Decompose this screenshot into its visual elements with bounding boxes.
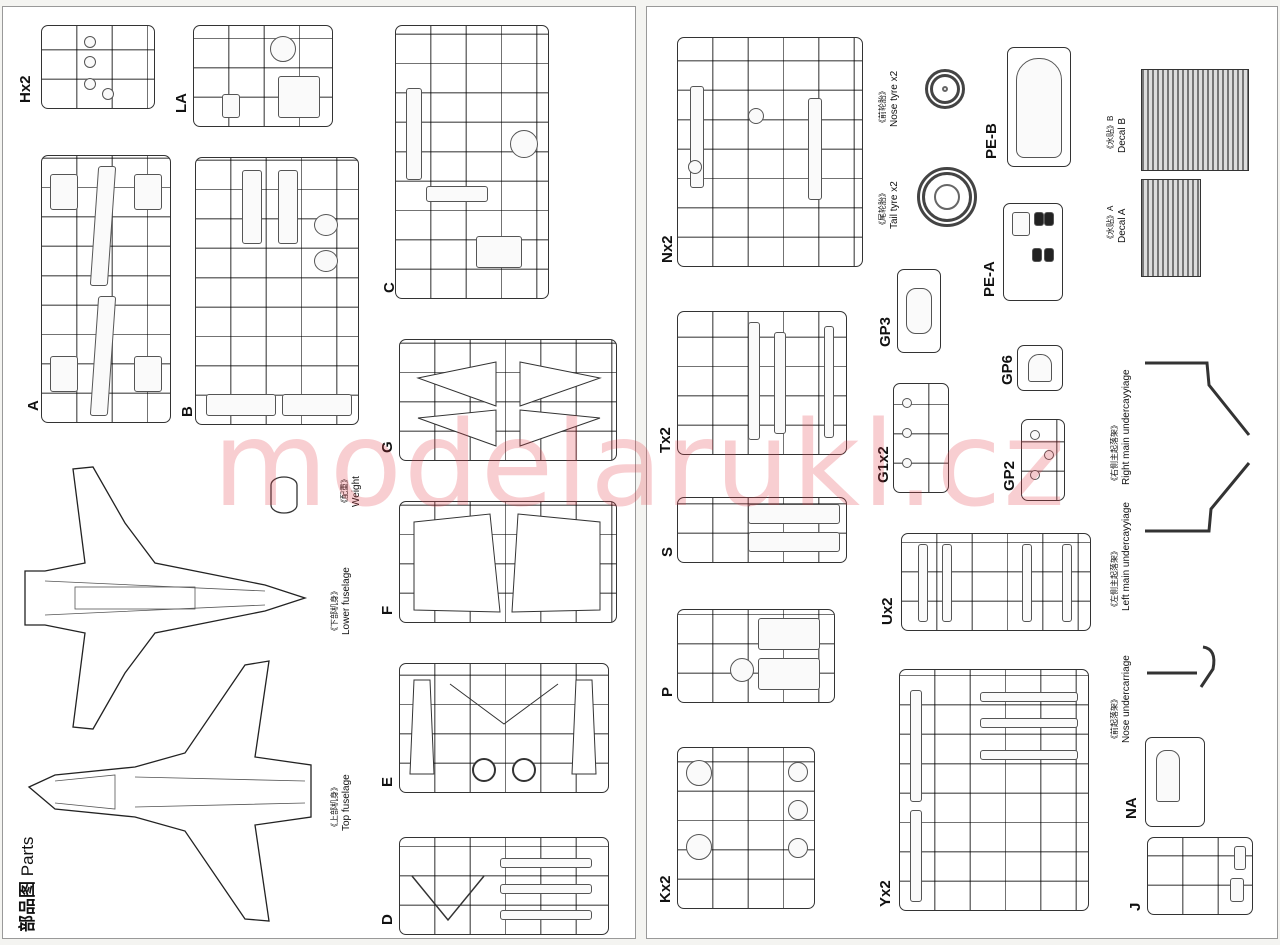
caption-right-main: 《右侧主起落架》Right main undercayyiage: [1110, 369, 1132, 485]
label-pe-b: PE-B: [983, 123, 1000, 159]
right-page: Nx2 Tx2 S P Kx2 Yx2: [646, 6, 1278, 939]
left-main-undercarriage: [1137, 453, 1257, 543]
sprue-g1: [893, 383, 949, 493]
left-page: 部品图 Parts Hx2 LA A B C: [2, 6, 636, 939]
sprue-la: [193, 25, 333, 127]
sprue-n: [677, 37, 863, 267]
label-e: E: [379, 776, 396, 787]
lower-fuselage-drawing: [15, 463, 315, 733]
top-fuselage-drawing: [15, 657, 325, 927]
sprue-gp6: [1017, 345, 1063, 391]
sprue-k: [677, 747, 815, 909]
sprue-b: [195, 157, 359, 425]
label-kx2: Kx2: [657, 875, 674, 903]
caption-tail-tyre: 《尾轮胎》Tail tyre x2: [878, 181, 900, 229]
caption-nose-tyre: 《前轮胎》Nose tyre x2: [878, 70, 900, 127]
sprue-p: [677, 609, 835, 703]
sprue-g: [399, 339, 617, 461]
label-gp2: GP2: [1001, 460, 1018, 491]
label-hx2: Hx2: [17, 75, 34, 103]
caption-left-main: 《左侧主起落架》Left main undercayyiage: [1110, 502, 1132, 611]
label-gp6: GP6: [999, 354, 1016, 385]
caption-weight: 《配重》Weight: [340, 475, 362, 507]
label-s: S: [659, 546, 676, 557]
label-na: NA: [1123, 797, 1140, 819]
decal-sheet-b: [1141, 69, 1249, 171]
label-yx2: Yx2: [877, 880, 894, 907]
sprue-h: [41, 25, 155, 109]
sprue-gp2: [1021, 419, 1065, 501]
label-a: A: [25, 400, 42, 411]
caption-nose-undercarriage: 《前起落架》Nose undercarriage: [1110, 655, 1132, 743]
decal-sheet-a: [1141, 179, 1201, 277]
right-main-undercarriage: [1137, 355, 1257, 445]
label-c: C: [381, 282, 398, 293]
label-ux2: Ux2: [879, 597, 896, 625]
label-pe-a: PE-A: [981, 261, 998, 297]
caption-lower-fuselage: 《下部机身》Lower fuselage: [330, 567, 352, 635]
label-g: G: [379, 441, 396, 453]
label-tx2: Tx2: [657, 427, 674, 453]
photoetch-pe-b: [1007, 47, 1071, 167]
label-f: F: [379, 605, 396, 615]
sprue-u: [901, 533, 1091, 631]
label-la: LA: [173, 93, 190, 113]
label-nx2: Nx2: [659, 235, 676, 263]
label-g1x2: G1x2: [875, 446, 892, 483]
weight-part: [265, 473, 305, 517]
photoetch-pe-a: [1003, 203, 1063, 301]
caption-top-fuselage: 《上部机身》Top fuselage: [330, 774, 352, 831]
sprue-y: [899, 669, 1089, 911]
label-gp3: GP3: [877, 316, 894, 347]
tail-tyre: [917, 167, 977, 227]
label-j: J: [1127, 902, 1144, 911]
label-b: B: [179, 406, 196, 417]
sprue-f: [399, 501, 617, 623]
sprue-t: [677, 311, 847, 455]
sprue-j: [1147, 837, 1253, 915]
sprue-a: [41, 155, 171, 423]
sprue-c: [395, 25, 549, 299]
nose-tyre: [925, 69, 965, 109]
nose-undercarriage: [1143, 639, 1223, 699]
sprue-d: [399, 837, 609, 935]
sprue-s: [677, 497, 847, 563]
sprue-e: [399, 663, 609, 793]
sprue-gp3: [897, 269, 941, 353]
sprue-na: [1145, 737, 1205, 827]
label-d: D: [379, 914, 396, 925]
label-p: P: [659, 686, 676, 697]
